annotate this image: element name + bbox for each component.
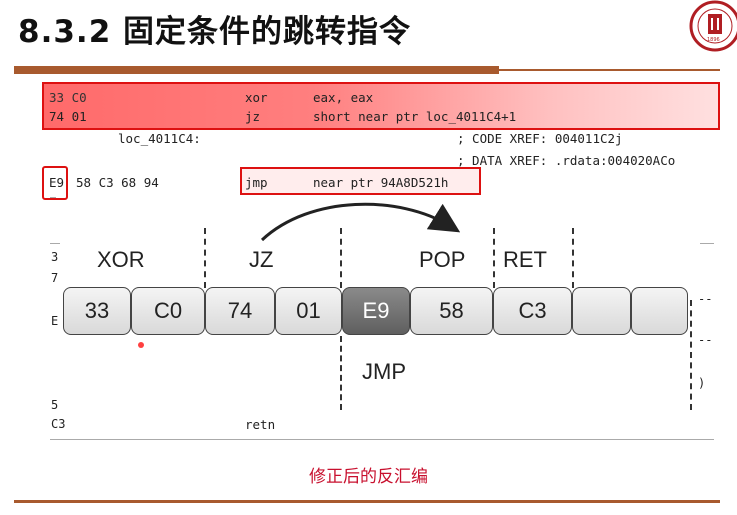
row3-label: loc_4011C4:: [118, 131, 201, 146]
separator-bottom: [50, 439, 714, 440]
divider-ret-end: [572, 228, 574, 288]
row5-first-byte: E9: [49, 175, 65, 190]
label-ret: RET: [503, 247, 547, 272]
bottom-mnemonic: retn: [245, 417, 276, 432]
label-jmp: JMP: [362, 359, 406, 384]
highlighted-instructions: [42, 82, 720, 130]
cursor-dot: [138, 342, 144, 348]
row2-mnemonic: jz: [245, 109, 261, 124]
row5-operands: near ptr 94A8D521h: [313, 175, 449, 190]
label-jz: JZ: [249, 247, 274, 272]
university-logo: 1896: [685, 0, 737, 56]
header-divider: [14, 66, 499, 74]
byte-cell-empty: [631, 287, 688, 335]
byte-cell: 74: [205, 287, 275, 335]
row5-bytes: 58 C3 68 94: [76, 175, 159, 190]
slide-title: 8.3.2 固定条件的跳转指令: [18, 14, 412, 50]
logo-year: 1896: [707, 37, 720, 43]
byte-cell: C0: [131, 287, 205, 335]
divider-jz-pop: [340, 228, 342, 288]
row4-comment: ; DATA XREF: .rdata:004020ACo: [457, 153, 676, 168]
divider-jmp: [340, 336, 342, 410]
left-margin-d: 5: [51, 398, 59, 412]
right-margin-b: --: [698, 333, 713, 347]
left-margin-a: 3: [51, 250, 59, 264]
jmp-highlight-box: [240, 167, 481, 195]
separator-short: [50, 197, 56, 198]
divider-pop-ret: [493, 228, 495, 288]
right-margin-a: --: [698, 292, 713, 306]
byte-cell: C3: [493, 287, 572, 335]
figure-caption: 修正后的反汇编: [309, 467, 428, 487]
label-xor: XOR: [97, 247, 145, 272]
separator-left: [50, 243, 60, 244]
footer-divider: [14, 500, 720, 503]
row2-bytes: 74 01: [49, 109, 87, 124]
left-margin-e: C3: [51, 417, 66, 431]
label-pop: POP: [419, 247, 466, 272]
left-margin-c: E: [51, 314, 59, 328]
right-margin-c: ): [698, 376, 706, 390]
left-margin-b: 7: [51, 271, 59, 285]
separator-right: [700, 243, 714, 244]
header-divider-thin: [499, 69, 720, 71]
divider-xor-jz: [204, 228, 206, 288]
row5-mnemonic: jmp: [245, 175, 268, 190]
row1-operands: eax, eax: [313, 90, 374, 105]
divider-right-edge: [690, 300, 692, 410]
row2-operands: short near ptr loc_4011C4+1: [313, 109, 517, 124]
byte-cell-empty: [572, 287, 631, 335]
e9-highlight-box: [42, 166, 68, 200]
byte-cell: 01: [275, 287, 342, 335]
byte-cell: 58: [410, 287, 493, 335]
row1-mnemonic: xor: [245, 90, 268, 105]
byte-cell-highlighted: E9: [342, 287, 410, 335]
row3-comment: ; CODE XREF: 004011C2j: [457, 131, 623, 146]
byte-cell: 33: [63, 287, 131, 335]
row1-bytes: 33 C0: [49, 90, 87, 105]
